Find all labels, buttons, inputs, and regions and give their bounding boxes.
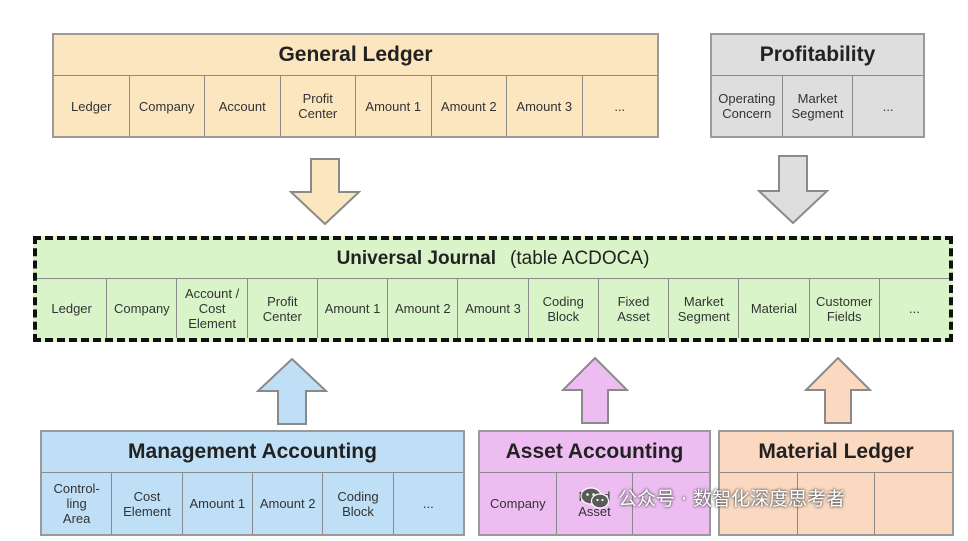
watermark-text: 公众号 · 数智化深度思考者	[618, 488, 846, 510]
aa-field-hidden	[633, 472, 710, 534]
aa-field-company: Company	[480, 472, 557, 534]
profitability-title: Profitability	[759, 43, 876, 66]
profitability-box: Profitability Operating Concern Market S…	[710, 33, 925, 138]
material-ledger-fields	[720, 472, 953, 534]
gl-field-more: ...	[582, 75, 657, 136]
uj-field-coding-block: Coding Block	[528, 278, 599, 338]
aa-up-arrow	[561, 357, 629, 425]
uj-field-material: Material	[739, 278, 810, 338]
universal-journal-subtitle: (table ACDOCA)	[510, 248, 650, 269]
ml-field-2	[797, 472, 876, 534]
wechat-icon	[580, 486, 610, 510]
uj-field-company: Company	[107, 278, 178, 338]
ma-up-arrow	[256, 358, 328, 426]
uj-field-more: ...	[879, 278, 950, 338]
ml-field-3	[875, 472, 953, 534]
universal-journal-fields: Ledger Company Account / Cost Element Pr…	[37, 278, 950, 338]
ma-field-controlling-area: Control- ling Area	[42, 472, 113, 534]
ma-field-cost-element: Cost Element	[112, 472, 183, 534]
gl-field-company: Company	[129, 75, 205, 136]
management-accounting-box: Management Accounting Control- ling Area…	[40, 430, 465, 536]
gl-field-amount-3: Amount 3	[507, 75, 583, 136]
uj-field-amount-3: Amount 3	[458, 278, 529, 338]
universal-journal-heading: Universal Journal (table ACDOCA)	[37, 240, 949, 278]
uj-field-account-cost-element: Account / Cost Element	[177, 278, 248, 338]
uj-field-ledger: Ledger	[37, 278, 108, 338]
management-accounting-fields: Control- ling Area Cost Element Amount 1…	[42, 472, 463, 534]
general-ledger-fields: Ledger Company Account Profit Center Amo…	[54, 75, 657, 136]
general-ledger-title: General Ledger	[278, 43, 433, 66]
gl-field-profit-center: Profit Center	[280, 75, 356, 136]
ma-field-more: ...	[393, 472, 463, 534]
gl-down-arrow	[289, 158, 361, 226]
gl-field-account: Account	[205, 75, 281, 136]
gl-field-ledger: Ledger	[54, 75, 130, 136]
ma-field-coding-block: Coding Block	[323, 472, 394, 534]
uj-field-customer-fields: Customer Fields	[809, 278, 880, 338]
ml-field-1	[720, 472, 798, 534]
watermark: 公众号 · 数智化深度思考者	[580, 484, 845, 511]
material-ledger-title: Material Ledger	[758, 440, 914, 463]
universal-journal-box: Universal Journal (table ACDOCA) Ledger …	[33, 236, 953, 342]
uj-field-amount-2: Amount 2	[388, 278, 459, 338]
ma-field-amount-1: Amount 1	[182, 472, 253, 534]
uj-field-amount-1: Amount 1	[317, 278, 389, 338]
profitability-fields: Operating Concern Market Segment ...	[712, 75, 924, 136]
uj-field-fixed-asset: Fixed Asset	[598, 278, 670, 338]
gl-field-amount-2: Amount 2	[431, 75, 507, 136]
prof-field-market-segment: Market Segment	[782, 75, 854, 136]
ml-up-arrow	[804, 357, 872, 425]
management-accounting-title: Management Accounting	[128, 440, 377, 463]
general-ledger-box: General Ledger Ledger Company Account Pr…	[52, 33, 659, 138]
material-ledger-box: Material Ledger	[718, 430, 954, 536]
prof-field-operating-concern: Operating Concern	[712, 75, 783, 136]
universal-journal-title: Universal Journal	[336, 248, 497, 269]
profitability-down-arrow	[757, 155, 829, 225]
uj-field-market-segment: Market Segment	[669, 278, 740, 338]
asset-accounting-title: Asset Accounting	[505, 440, 684, 463]
gl-field-amount-1: Amount 1	[356, 75, 432, 136]
ma-field-amount-2: Amount 2	[252, 472, 324, 534]
uj-field-profit-center: Profit Center	[247, 278, 318, 338]
asset-accounting-box: Asset Accounting Company Fixed Asset	[478, 430, 711, 536]
prof-field-more: ...	[853, 75, 924, 136]
